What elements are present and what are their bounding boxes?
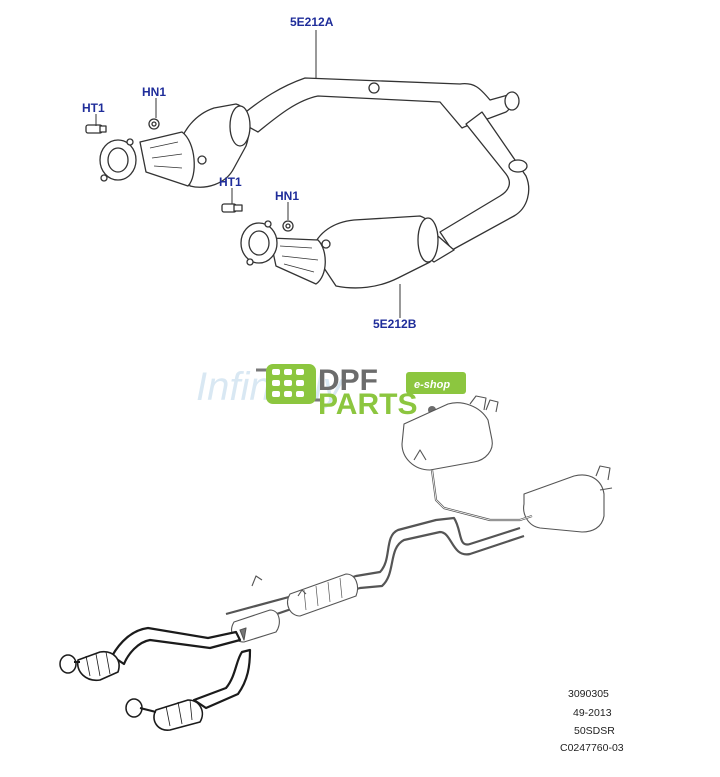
callout-hn1-lower: HN1: [275, 189, 299, 203]
upper-sensor-boss: [197, 155, 207, 165]
right-branch-pipe: [439, 111, 530, 251]
right-pipe-outlet: [504, 91, 520, 111]
lower-nut: [282, 220, 294, 232]
lower-sensor-boss: [321, 239, 331, 249]
upper-oxygen-sensor: [85, 124, 107, 134]
callout-ht1-upper: HT1: [82, 101, 105, 115]
highlighted-lower-pipe: [192, 648, 252, 710]
eshop-badge: [406, 372, 466, 394]
highlighted-lower-flange: [125, 698, 143, 718]
upper-converter-cone: [139, 131, 195, 187]
pipe-hanger-stud: [368, 82, 380, 94]
reference-line-3: 50SDSR: [574, 725, 615, 737]
callout-5e212b: 5E212B: [373, 317, 417, 331]
reference-line-4: C0247760-03: [560, 742, 624, 754]
crossover-flange: [508, 159, 528, 173]
callout-ht1-lower: HT1: [219, 175, 242, 189]
rear-muffler-right: [523, 474, 605, 533]
eshop-badge-text: e-shop: [414, 379, 450, 391]
callout-hn1-upper: HN1: [142, 85, 166, 99]
lower-converter-cone: [269, 237, 326, 285]
upper-converter-end: [229, 105, 251, 147]
lower-oxygen-sensor: [221, 203, 243, 213]
rear-muffler-left: [401, 402, 493, 471]
highlighted-upper-pipe: [110, 626, 242, 666]
reference-codes: 3090305 49-2013 50SDSR C0247760-03: [560, 688, 624, 754]
left-tailpipe: [430, 469, 533, 522]
rear-hanger-left: [413, 449, 427, 461]
mid-pipe-left: [225, 516, 521, 616]
reference-line-1: 3090305: [568, 688, 609, 700]
dpf-parts-logo: DPF PARTS e-shop: [256, 364, 466, 421]
highlighted-front-pipes: [59, 626, 252, 731]
front-pipe-assembly: [85, 77, 530, 289]
full-exhaust-system: [59, 395, 613, 731]
reference-line-2: 49-2013: [573, 707, 612, 719]
highlighted-upper-flange: [59, 654, 77, 674]
callout-5e212a: 5E212A: [290, 15, 334, 29]
mid-pipe-right: [235, 530, 525, 630]
callout-leaders: [95, 30, 401, 318]
upper-nut: [148, 118, 160, 130]
logo-dpf-text: DPF: [318, 364, 378, 397]
center-resonator: [287, 573, 359, 617]
lower-converter-end: [417, 217, 439, 263]
logo-parts-text: PARTS: [318, 388, 417, 421]
lower-catalytic-converter: [311, 215, 437, 289]
